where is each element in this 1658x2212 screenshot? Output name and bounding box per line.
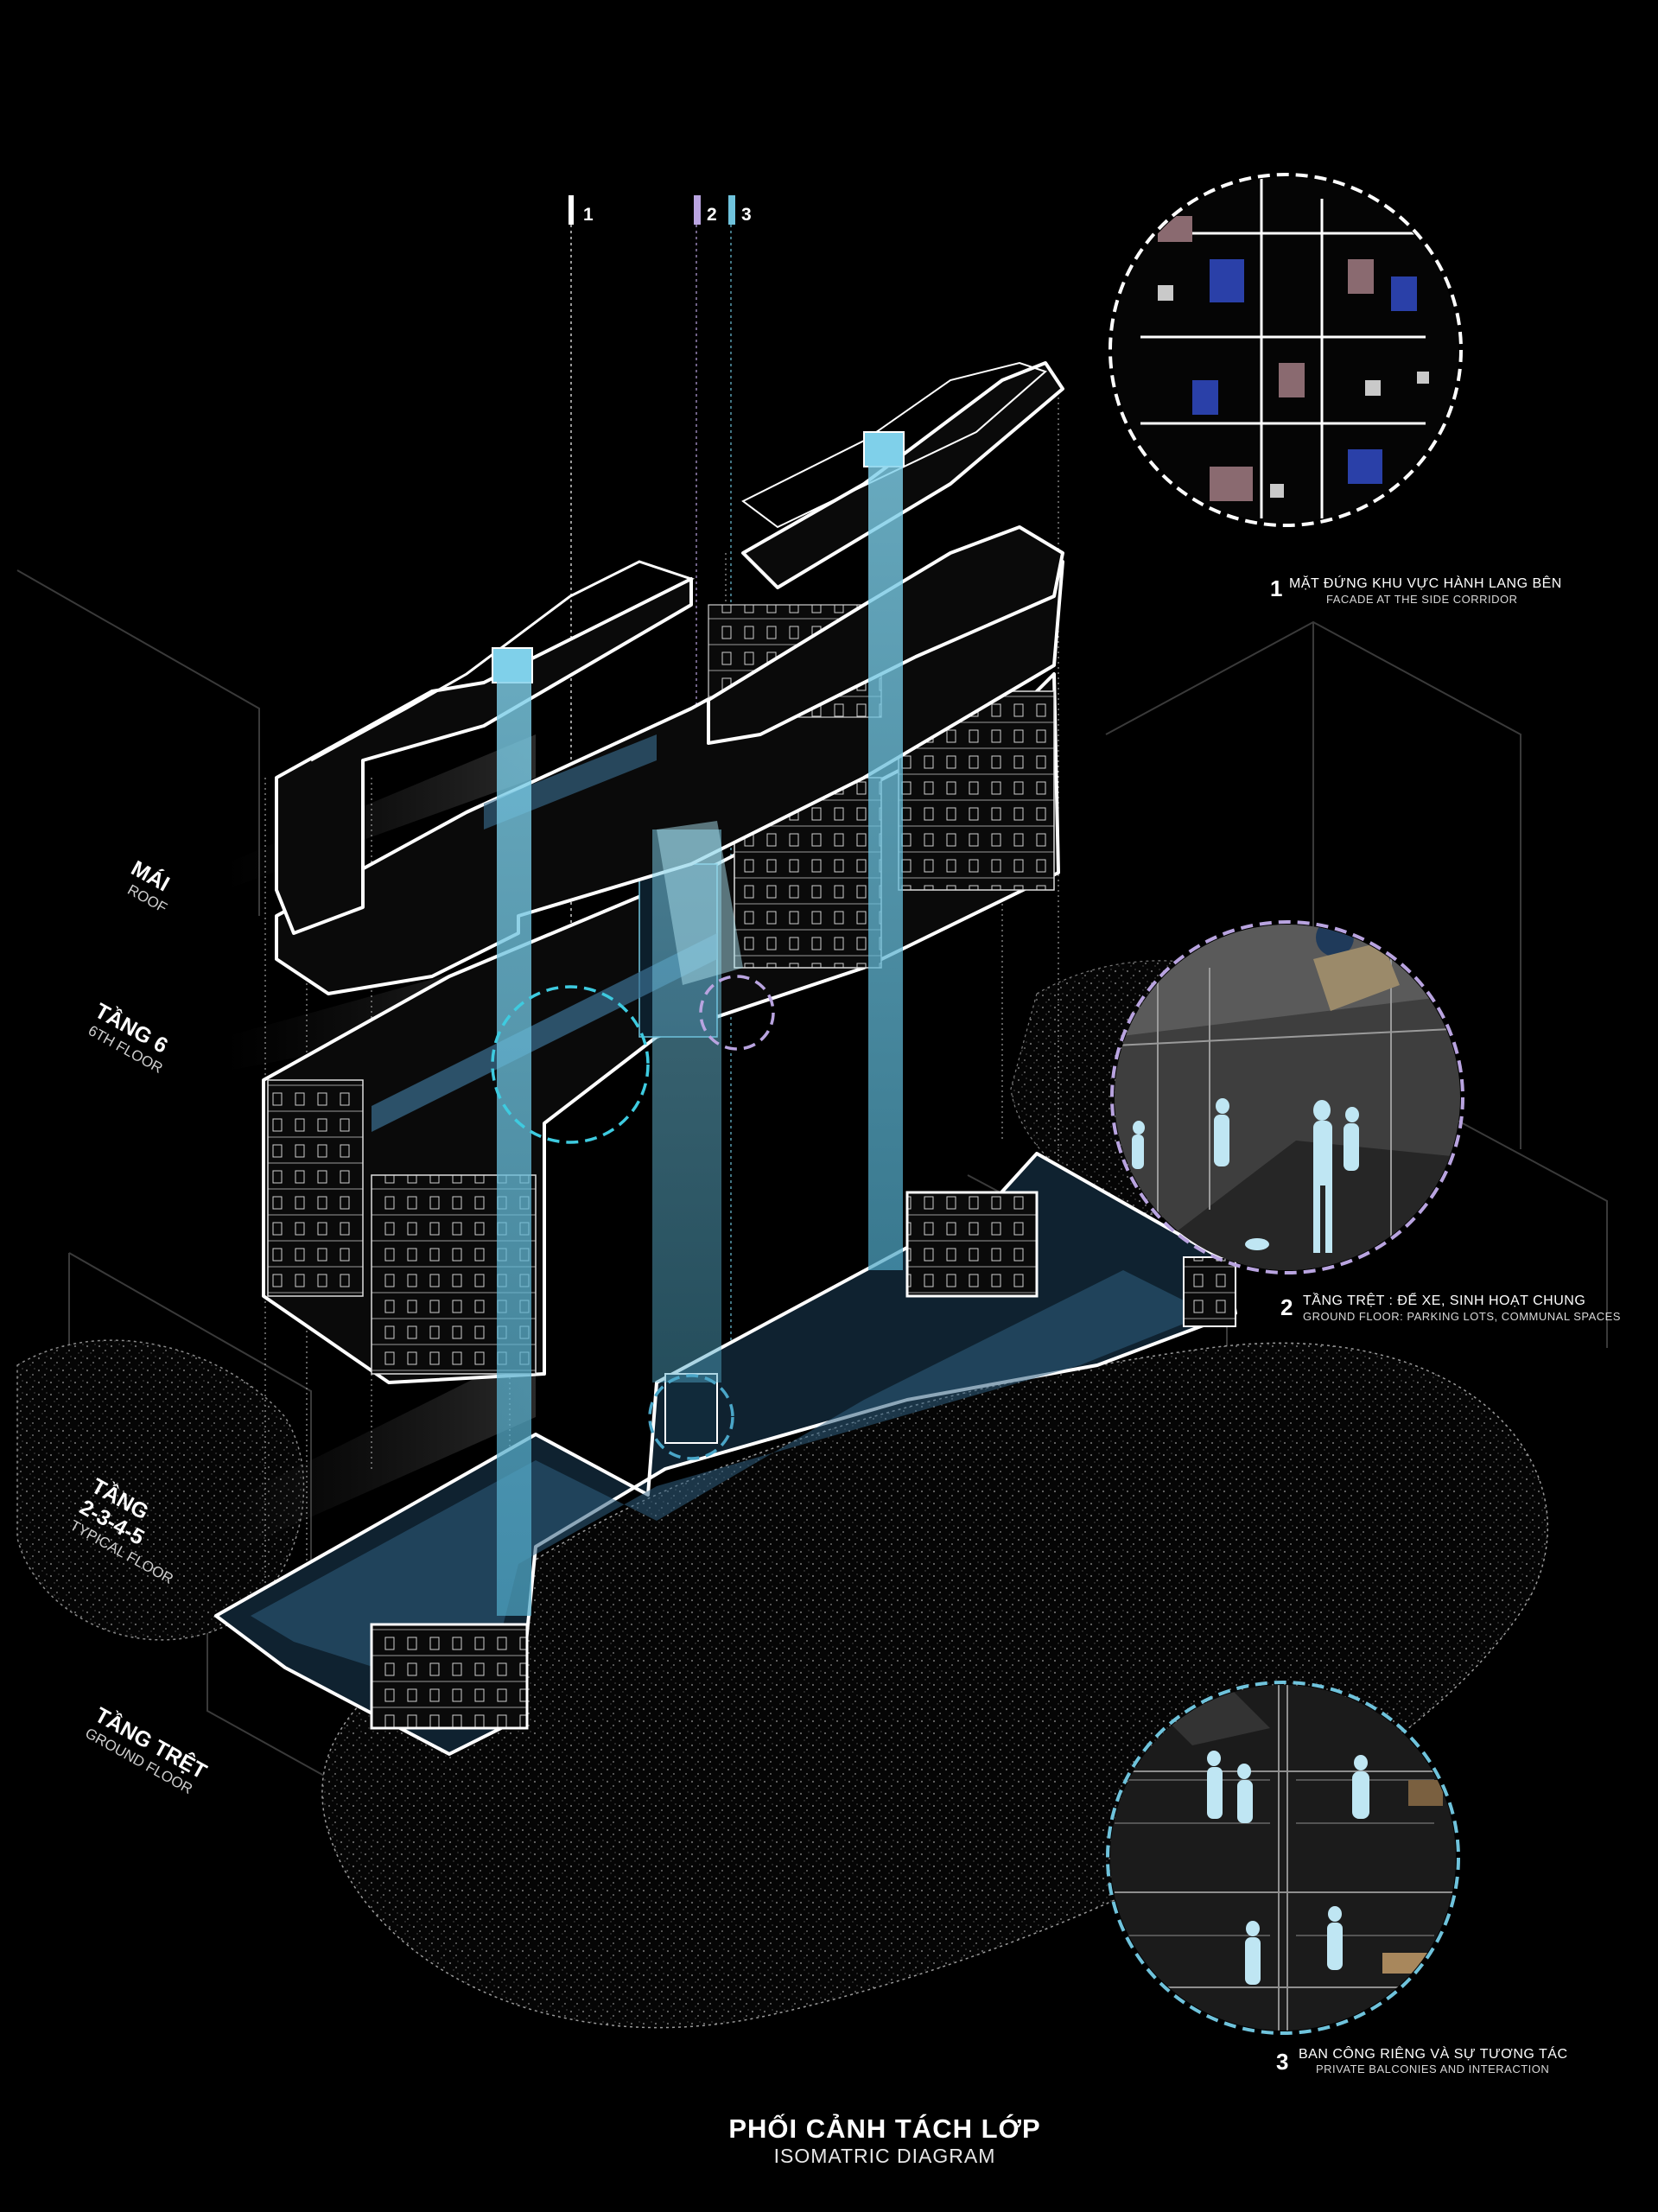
marker-bar-1: [569, 195, 574, 225]
marker-bar-2: [694, 195, 701, 225]
level-label-sixth-floor: TẦNG 6 6TH FLOOR: [86, 998, 172, 1077]
callout-ring-1: [1109, 173, 1463, 527]
highlight-circles: [491, 975, 775, 1460]
level-label-ground-floor: TẦNG TRỆT GROUND FLOOR: [82, 1701, 211, 1797]
highlight-circle-2: [699, 975, 775, 1051]
callout-balconies: 3 BAN CÔNG RIÊNG VÀ SỰ TƯƠNG TÁC PRIVATE…: [1106, 1681, 1568, 2075]
callout-title-3: BAN CÔNG RIÊNG VÀ SỰ TƯƠNG TÁC: [1299, 2045, 1568, 2062]
callout-title-1: MẶT ĐỨNG KHU VỰC HÀNH LANG BÊN: [1289, 575, 1562, 591]
marker-bar-3: [728, 195, 735, 225]
callout-subtitle-2: GROUND FLOOR: PARKING LOTS, COMMUNAL SPA…: [1303, 1310, 1621, 1323]
title-sub: ISOMATRIC DIAGRAM: [774, 2145, 996, 2167]
diagram-title: PHỐI CẢNH TÁCH LỚP ISOMATRIC DIAGRAM: [728, 2113, 1040, 2167]
section-markers: 1 2 3: [569, 195, 752, 225]
level-label-roof: MÁI ROOF: [124, 855, 174, 917]
callout-number-1: 1: [1270, 575, 1282, 601]
ground-floor-layer: [214, 1152, 1237, 1756]
callout-facade: 1 MẶT ĐỨNG KHU VỰC HÀNH LANG BÊN FACADE …: [1109, 173, 1562, 606]
callout-number-3: 3: [1276, 2049, 1288, 2075]
title-main: PHỐI CẢNH TÁCH LỚP: [728, 2113, 1040, 2144]
callout-title-2: TẦNG TRỆT : ĐỂ XE, SINH HOẠT CHUNG: [1303, 1292, 1585, 1308]
callout-ring-3: [1106, 1681, 1460, 2035]
callout-subtitle-1: FACADE AT THE SIDE CORRIDOR: [1326, 593, 1518, 606]
callout-ring-2: [1110, 920, 1464, 1274]
callout-subtitle-3: PRIVATE BALCONIES AND INTERACTION: [1316, 2063, 1549, 2075]
marker-label-3: 3: [741, 205, 752, 225]
vertical-circulation-shafts: [497, 458, 903, 1616]
highlight-circle-3: [648, 1374, 734, 1460]
marker-label-2: 2: [707, 205, 717, 225]
callout-number-2: 2: [1280, 1294, 1293, 1320]
marker-label-1: 1: [583, 205, 594, 225]
highlight-circle-1: [491, 985, 650, 1144]
